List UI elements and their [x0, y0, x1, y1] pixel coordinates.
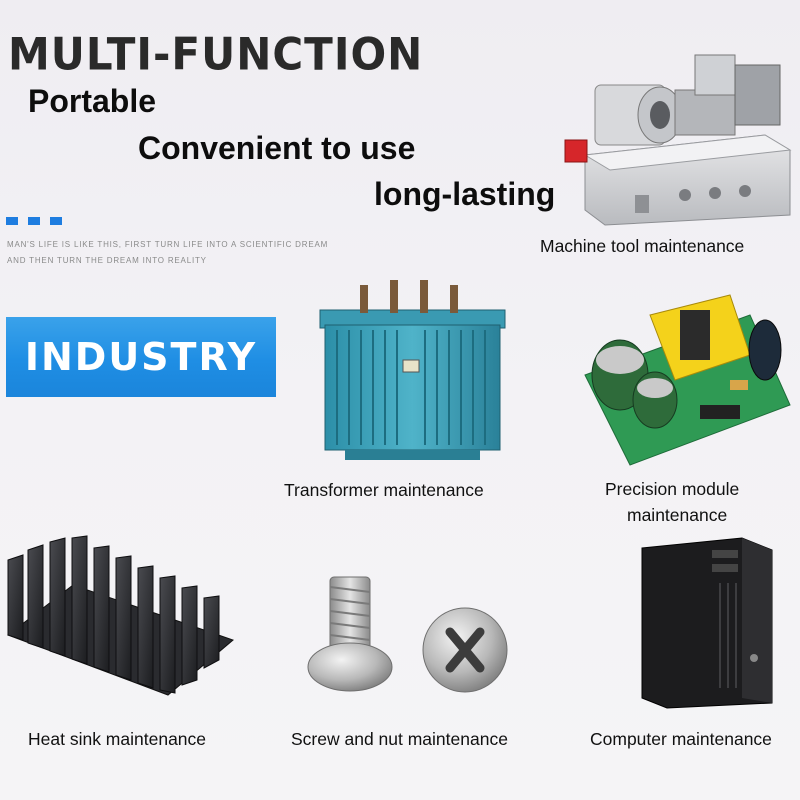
caption-machine-tool: Machine tool maintenance	[540, 236, 745, 256]
tagline-portable: Portable	[28, 83, 157, 119]
dot-icon	[28, 217, 40, 225]
computer-tower-image	[641, 537, 773, 709]
headline: MULTI-FUNCTION	[8, 28, 424, 81]
screw-nut-image	[307, 576, 508, 693]
slogan-line-1: MAN'S LIFE IS LIKE THIS, FIRST TURN LIFE…	[7, 240, 329, 249]
caption-transformer: Transformer maintenance	[284, 480, 484, 500]
machine-tool-image	[564, 54, 792, 226]
slogan-line-2: AND THEN TURN THE DREAM INTO REALITY	[7, 256, 207, 265]
decorative-dots	[6, 217, 62, 225]
caption-screw-nut: Screw and nut maintenance	[291, 729, 508, 749]
caption-precision-module-line-1: Precision module	[605, 479, 740, 499]
transformer-image	[319, 280, 506, 460]
tagline-convenient: Convenient to use	[138, 130, 416, 166]
caption-computer: Computer maintenance	[590, 729, 772, 749]
tagline-long-lasting: long-lasting	[374, 176, 556, 212]
caption-heat-sink: Heat sink maintenance	[28, 729, 207, 749]
industry-label: INDUSTRY	[24, 335, 258, 379]
industry-banner: INDUSTRY	[6, 317, 276, 397]
dot-icon	[50, 217, 62, 225]
caption-precision-module-line-2: maintenance	[627, 505, 728, 525]
heat-sink-image	[6, 535, 234, 696]
dot-icon	[6, 217, 18, 225]
circuit-module-image	[584, 294, 791, 466]
